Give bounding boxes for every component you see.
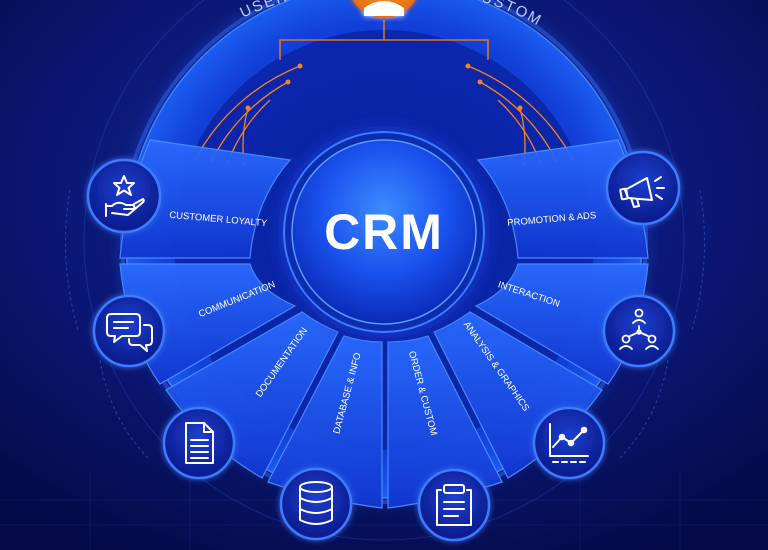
badge-line-chart	[532, 406, 606, 480]
line-chart-icon	[549, 423, 589, 463]
database-icon	[299, 481, 333, 525]
segment-communication: COMMUNICATION	[119, 263, 297, 385]
crm-title: CRM	[324, 204, 444, 260]
badge-people-network	[602, 294, 676, 368]
people-network-icon	[619, 308, 659, 350]
segment-promotion-ads: PROMOTION & ADS	[476, 139, 649, 259]
megaphone-icon	[619, 176, 665, 208]
outer-halo-ring	[83, 0, 685, 541]
segment-order-custom: ORDER & CUSTOM	[387, 335, 503, 509]
user-avatar	[352, 0, 416, 18]
segment-interaction: INTERACTION	[474, 263, 649, 385]
document-icon	[185, 422, 214, 464]
badge-document	[162, 406, 236, 480]
segment-database-info: DATABASE & INFO	[267, 335, 383, 509]
badge-database	[279, 467, 353, 541]
hand-star-icon	[105, 175, 145, 217]
chat-bubbles-icon	[106, 313, 153, 352]
badge-chat-bubbles	[92, 294, 166, 368]
core-circle	[291, 139, 477, 325]
badge-clipboard	[417, 468, 491, 542]
outer-dashed-arcs	[65, 189, 705, 461]
badge-hand-star	[86, 158, 162, 234]
badge-megaphone	[605, 150, 681, 226]
clipboard-icon	[436, 484, 472, 526]
segment-customer-loyalty: CUSTOMER LOYALTY	[119, 139, 292, 259]
